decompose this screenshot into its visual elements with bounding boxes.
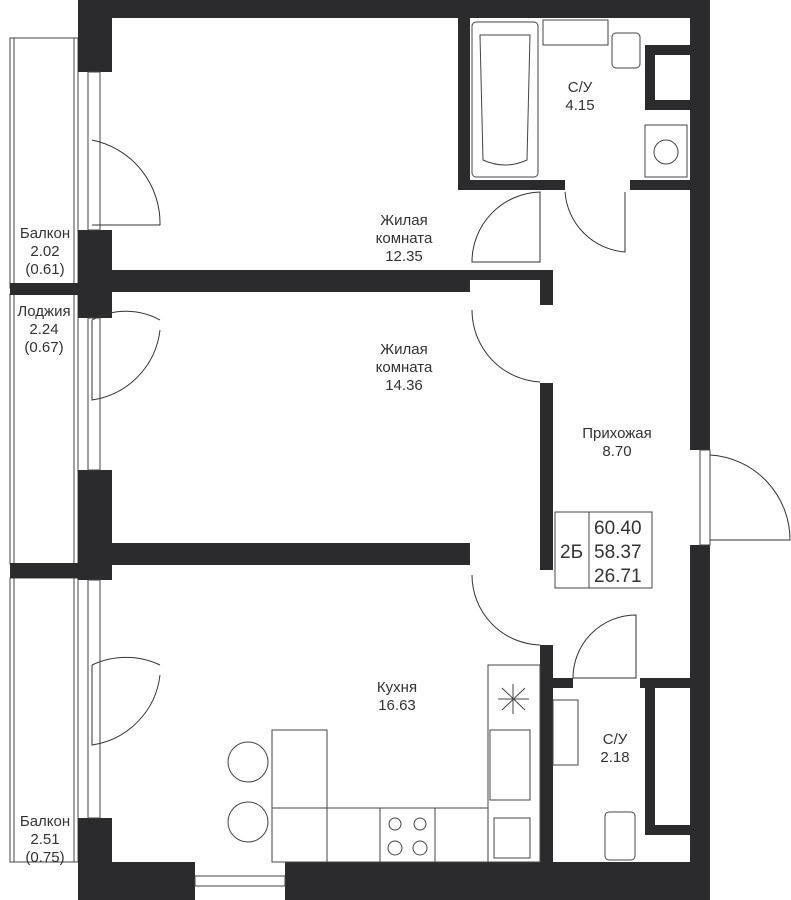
washbasin-icon [542, 19, 609, 46]
room1-name-line2: комната [376, 230, 433, 247]
cooktop-icon [379, 807, 436, 863]
kitchen-area: 16.63 [378, 697, 416, 714]
room1-area: 12.35 [385, 248, 423, 265]
bathroom2-area: 2.18 [600, 749, 629, 766]
balcony2-area-reduced: (0.75) [25, 849, 64, 866]
balcony2-area: 2.51 [30, 831, 59, 848]
room1-name-line1: Жилая [380, 212, 427, 229]
balcony1-area: 2.02 [30, 243, 59, 260]
room2-area: 14.36 [385, 377, 423, 394]
room2-name-line2: комната [376, 359, 433, 376]
bathroom2-name: С/У [603, 731, 628, 748]
chair-icon [227, 801, 269, 843]
loggia-name: Лоджия [17, 303, 70, 320]
apartment-summary: 2Б 60.40 58.37 26.71 [554, 511, 653, 589]
room2-name-line1: Жилая [380, 341, 427, 358]
hallway-area: 8.70 [602, 443, 631, 460]
balcony2-name: Балкон [20, 813, 70, 830]
washing-machine-icon [644, 124, 688, 178]
washbasin-icon [552, 699, 579, 766]
sink-icon [489, 729, 531, 801]
balcony1-area-reduced: (0.61) [25, 261, 64, 278]
windows [87, 71, 711, 887]
living-area: 26.71 [594, 566, 642, 587]
toilet-icon [611, 32, 641, 69]
kitchen-counter [487, 664, 541, 863]
apartment-type: 2Б [560, 542, 583, 563]
balcony1-name: Балкон [20, 225, 70, 242]
loggia-area: 2.24 [29, 321, 58, 338]
chair-icon [227, 741, 269, 783]
balcony-outlines [9, 37, 79, 863]
stove-vent-icon [498, 684, 529, 714]
loggia-area-reduced: (0.67) [24, 339, 63, 356]
dishwasher-icon [493, 817, 531, 859]
toilet-icon [604, 811, 636, 861]
room-labels: Балкон 2.02 (0.61) Лоджия 2.24 (0.67) Ба… [17, 79, 651, 866]
walls [10, 0, 710, 900]
kitchen-name: Кухня [377, 679, 417, 696]
bathtub-icon [471, 21, 539, 178]
fixtures [227, 19, 688, 863]
living-area-total: 58.37 [594, 542, 642, 563]
hallway-name: Прихожая [582, 425, 652, 442]
bathroom1-area: 4.15 [565, 97, 594, 114]
kitchen-table [271, 729, 328, 863]
total-area: 60.40 [594, 518, 642, 539]
bathroom1-name: С/У [568, 79, 593, 96]
doors [91, 139, 791, 746]
